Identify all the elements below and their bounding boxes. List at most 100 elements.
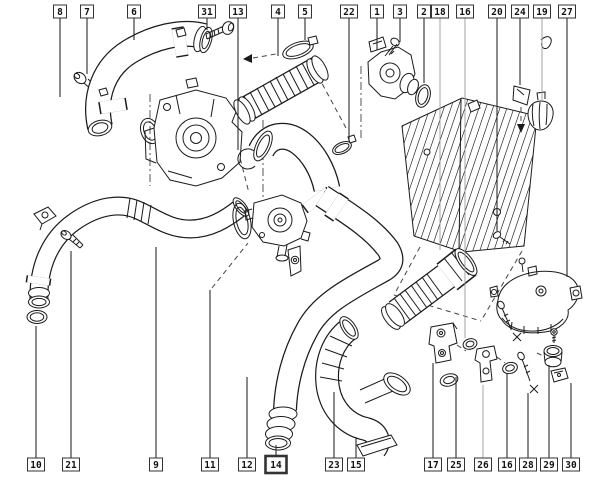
bolt-21 [60, 229, 84, 249]
hatch-line [419, 98, 479, 252]
callout-box[interactable] [393, 4, 407, 19]
callout-number: 11 [204, 460, 216, 471]
hatch-line [546, 90, 600, 262]
callout-top-18[interactable]: 18 [431, 4, 449, 250]
callout-box[interactable] [431, 4, 449, 19]
hatch-line [433, 98, 493, 252]
callout-top-1[interactable]: 1 [370, 4, 384, 50]
callout-box[interactable] [340, 4, 358, 19]
callout-number: 4 [275, 7, 281, 18]
callout-bottom-10[interactable]: 10 [27, 326, 45, 472]
callout-number: 22 [343, 7, 354, 18]
callout-box[interactable] [80, 4, 94, 19]
callout-box[interactable] [149, 457, 163, 472]
callout-box[interactable] [519, 457, 537, 472]
callout-top-4[interactable]: 4 [271, 4, 285, 56]
callout-bottom-12[interactable]: 12 [238, 377, 256, 472]
callout-number: 3 [397, 7, 403, 18]
oring-2 [415, 84, 431, 108]
callout-box[interactable] [533, 4, 551, 19]
callout-top-22[interactable]: 22 [340, 4, 358, 141]
callout-box[interactable] [562, 457, 580, 472]
callout-box[interactable] [417, 4, 431, 19]
callout-number: 10 [30, 460, 42, 471]
callout-box[interactable] [456, 4, 474, 19]
callout-bottom-14[interactable]: 14 [264, 445, 288, 475]
callout-box[interactable] [347, 457, 365, 472]
callout-number: 20 [491, 7, 503, 18]
callout-bottom-30[interactable]: 30 [562, 383, 580, 472]
callout-box[interactable] [298, 4, 312, 19]
callout-box[interactable] [198, 4, 216, 19]
callout-bottom-28[interactable]: 28 [519, 393, 537, 472]
callout-number: 14 [270, 460, 282, 471]
clamp-29 [543, 328, 563, 368]
callout-bottom-9[interactable]: 9 [149, 247, 163, 472]
maf-unit [367, 36, 419, 100]
callout-box[interactable] [511, 4, 529, 19]
callout-box[interactable] [201, 457, 219, 472]
callout-bottom-21[interactable]: 21 [62, 251, 80, 472]
callout-number: 5 [302, 7, 308, 18]
callout-number: 13 [232, 7, 244, 18]
callout-box[interactable] [229, 4, 247, 19]
callout-number: 30 [565, 460, 577, 471]
callout-bottom-11[interactable]: 11 [201, 290, 219, 472]
callout-top-16[interactable]: 16 [456, 4, 474, 338]
callout-bottom-26[interactable]: 26 [474, 385, 492, 472]
hatch-line [461, 98, 521, 252]
callout-box[interactable] [271, 4, 285, 19]
callout-top-7[interactable]: 7 [80, 4, 94, 74]
callout-top-8[interactable]: 8 [53, 4, 67, 97]
callout-number: 7 [84, 7, 90, 18]
callout-box[interactable] [488, 4, 506, 19]
callout-box[interactable] [238, 457, 256, 472]
direction-arrow [243, 53, 277, 63]
callout-number: 1 [374, 7, 380, 18]
callout-box[interactable] [424, 457, 442, 472]
callout-top-13[interactable]: 13 [229, 4, 247, 150]
bolt-3 [384, 37, 400, 57]
callout-box[interactable] [127, 4, 141, 19]
hose-upper-left [85, 20, 213, 145]
callout-box[interactable] [474, 457, 492, 472]
callout-bottom-17[interactable]: 17 [424, 363, 442, 472]
hook-clip [540, 36, 552, 50]
callout-bottom-25[interactable]: 25 [447, 377, 465, 472]
callout-number: 19 [536, 7, 548, 18]
callout-top-3[interactable]: 3 [393, 4, 407, 42]
callout-box[interactable] [27, 457, 45, 472]
callout-number: 8 [57, 7, 63, 18]
clamp-5 [282, 35, 319, 60]
flex-hose [233, 55, 329, 125]
callout-box[interactable] [53, 4, 67, 19]
callout-top-5[interactable]: 5 [298, 4, 312, 40]
callout-box-selected[interactable] [264, 454, 288, 475]
callout-box[interactable] [370, 4, 384, 19]
callout-number: 16 [501, 460, 513, 471]
clip-30 [550, 367, 569, 383]
hatch-line [496, 98, 537, 252]
callout-number: 2 [421, 7, 427, 18]
callout-top-2[interactable]: 2 [417, 4, 431, 83]
callout-box[interactable] [447, 457, 465, 472]
corrugated-duct [381, 248, 478, 330]
callout-top-31[interactable]: 31 [198, 4, 216, 30]
callout-bottom-15[interactable]: 15 [347, 437, 365, 472]
callout-top-24[interactable]: 24 [511, 4, 529, 85]
callout-top-20[interactable]: 20 [488, 4, 506, 231]
callout-box[interactable] [325, 457, 343, 472]
callout-box[interactable] [62, 457, 80, 472]
callout-top-19[interactable]: 19 [533, 4, 551, 100]
callout-box[interactable] [558, 4, 576, 19]
callout-bottom-29[interactable]: 29 [540, 365, 558, 472]
callout-number: 21 [65, 460, 77, 471]
egr-valve-unit [144, 77, 243, 187]
callout-bottom-23[interactable]: 23 [325, 392, 343, 472]
callout-box[interactable] [540, 457, 558, 472]
callout-bottom-16[interactable]: 16 [498, 374, 516, 472]
callout-top-6[interactable]: 6 [127, 4, 141, 40]
callout-box[interactable] [498, 457, 516, 472]
callout-top-27[interactable]: 27 [558, 4, 576, 277]
